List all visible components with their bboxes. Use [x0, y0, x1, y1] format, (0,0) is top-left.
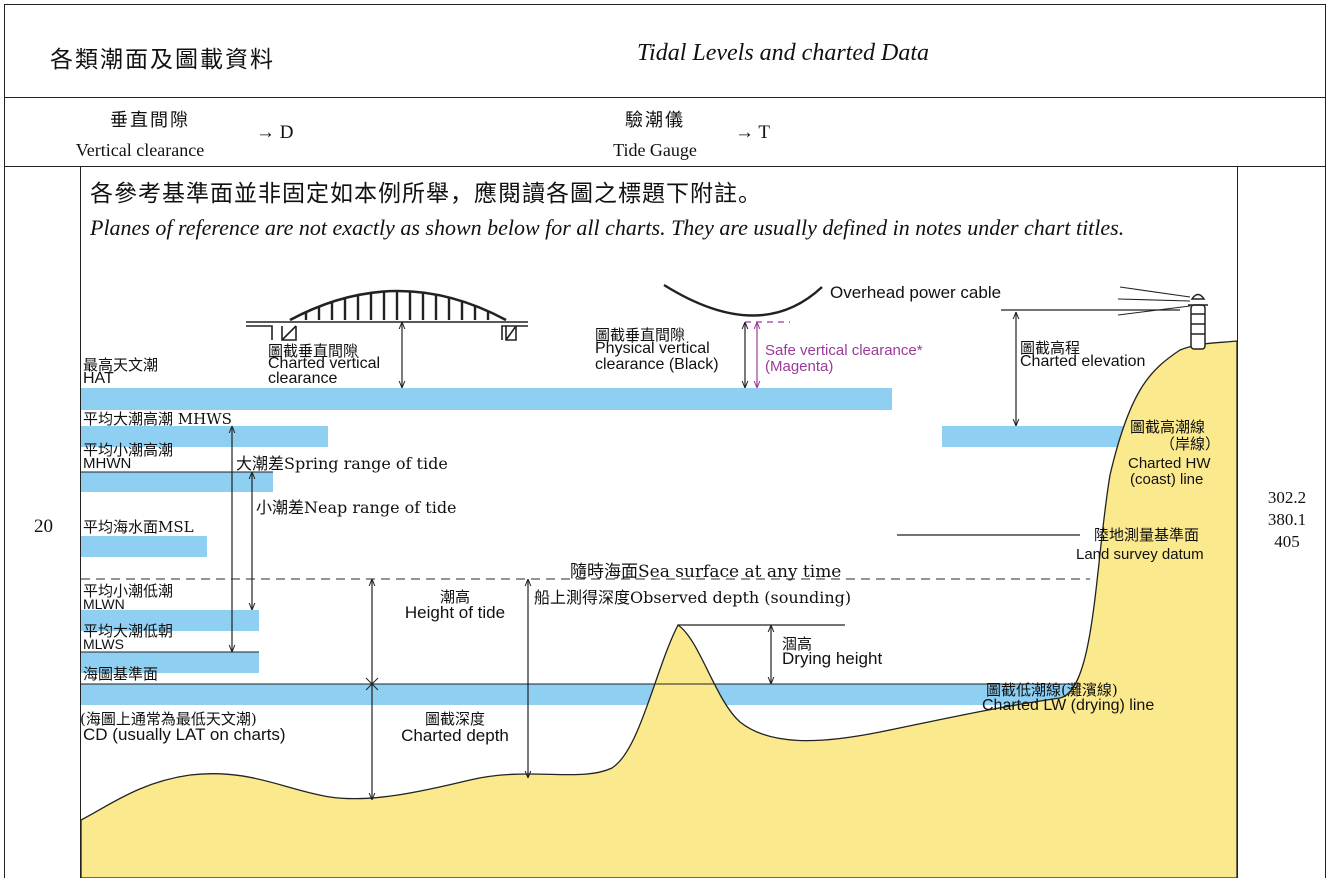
note-chinese: 各參考基準面並非固定如本例所舉，應閱讀各圖之標題下附註。 [90, 181, 762, 207]
side-ref-3[interactable]: 405 [1274, 532, 1300, 551]
side-ref-2[interactable]: 380.1 [1267, 510, 1307, 529]
msl-level-bar [81, 536, 207, 557]
label-physical-clearance-zh: 圖截垂直間隙 [595, 326, 686, 344]
label-cd-note-en: CD (usually LAT on charts) [83, 725, 286, 744]
ref-vertical-clearance-en: Vertical clearance [75, 140, 205, 160]
ref-tide-gauge-zh: 驗潮儀 [625, 110, 685, 131]
ref-vertical-clearance-zh: 垂直間隙 [110, 110, 190, 131]
mlwn-level-bar [81, 610, 259, 631]
label-charted-hw-zh2: （岸線） [1160, 435, 1221, 453]
label-observed-depth: 船上測得深度Observed depth (sounding) [534, 588, 852, 607]
label-mlws-en: MLWS [83, 636, 124, 652]
label-safe-clearance-en2: (Magenta) [765, 358, 834, 375]
label-charted-lw-en: Charted LW (drying) line [982, 697, 1155, 714]
label-charted-depth-en: Charted depth [401, 726, 509, 745]
label-charted-elevation-zh: 圖截高程 [1020, 339, 1081, 357]
label-drying-height-en: Drying height [782, 649, 883, 668]
mhws-right-bar [942, 426, 1127, 447]
bridge-hangers [304, 291, 490, 320]
label-sea-surface: 隨時海面Sea surface at any time [570, 562, 842, 582]
ref-tide-gauge-link[interactable]: → T [735, 122, 771, 143]
label-msl: 平均海水面MSL [83, 518, 194, 536]
title-chinese: 各類潮面及圖載資料 [50, 47, 275, 73]
label-charted-elevation-en: Charted elevation [1020, 353, 1146, 370]
label-safe-clearance-en1: Safe vertical clearance* [765, 342, 923, 359]
label-mlws-zh: 平均大潮低朝 [83, 622, 174, 640]
label-height-of-tide-en: Height of tide [404, 603, 506, 622]
label-charted-vertical-clearance-en1: Charted vertical [268, 355, 381, 372]
seabed-land [81, 340, 1237, 878]
label-overhead-cable: Overhead power cable [830, 283, 1002, 302]
label-land-datum-zh: 陸地測量基準面 [1094, 526, 1200, 544]
label-charted-lw-zh: 圖截低潮線(灘濱線) [986, 681, 1118, 699]
label-charted-hw-zh1: 圖截高潮線 [1130, 418, 1206, 436]
label-hat-zh: 最高天文潮 [83, 356, 159, 374]
row-number: 20 [34, 516, 53, 537]
refs-divider [4, 166, 1326, 167]
mhws-level-bar [81, 426, 328, 447]
label-mhwn-zh: 平均小潮高潮 [83, 441, 174, 459]
label-charted-vertical-clearance-zh: 圖截垂直間隙 [268, 342, 359, 360]
mhwn-level-bar [81, 472, 273, 492]
title-english: Tidal Levels and charted Data [637, 40, 929, 66]
label-spring-range: 大潮差Spring range of tide [236, 454, 448, 473]
label-height-of-tide-zh: 潮高 [439, 588, 470, 606]
label-hat-en: HAT [83, 370, 114, 387]
label-charted-hw-en2: (coast) line [1130, 471, 1204, 488]
lighthouse-icon [1117, 286, 1208, 350]
label-charted-vertical-clearance-en2: clearance [268, 370, 338, 387]
table-frame [4, 4, 1326, 878]
label-physical-clearance-en2: clearance (Black) [595, 356, 719, 373]
label-physical-clearance-en1: Physical vertical [595, 340, 710, 357]
ref-vertical-clearance-link[interactable]: → D [256, 122, 294, 143]
label-mlwn-en: MLWN [83, 596, 125, 612]
label-neap-range: 小潮差Neap range of tide [256, 498, 457, 517]
mlws-level-bar [81, 652, 259, 673]
note-english: Planes of reference are not exactly as s… [90, 215, 1125, 240]
label-mhws: 平均大潮高潮 MHWS [83, 410, 232, 428]
hat-level-bar [81, 388, 892, 410]
label-charted-depth-zh: 圖截深度 [424, 710, 485, 728]
ref-tide-gauge-en: Tide Gauge [613, 140, 697, 160]
label-mlwn-zh: 平均小潮低潮 [83, 582, 174, 600]
right-column-divider [1237, 166, 1238, 878]
cd-level-bar [81, 684, 1081, 705]
label-land-datum-en: Land survey datum [1076, 546, 1204, 563]
overhead-cable [663, 283, 823, 317]
label-mhwn-en: MHWN [83, 455, 132, 472]
side-ref-1[interactable]: 302.2 [1267, 488, 1307, 507]
label-charted-hw-en1: Charted HW [1128, 455, 1211, 472]
label-cd-zh: 海圖基準面 [83, 665, 159, 683]
bridge-icon [246, 289, 528, 341]
left-column-divider [80, 166, 81, 878]
label-cd-note-zh: (海圖上通常為最低天文潮) [80, 710, 257, 728]
header-divider [4, 97, 1326, 98]
label-drying-height-zh: 涸高 [782, 635, 813, 653]
